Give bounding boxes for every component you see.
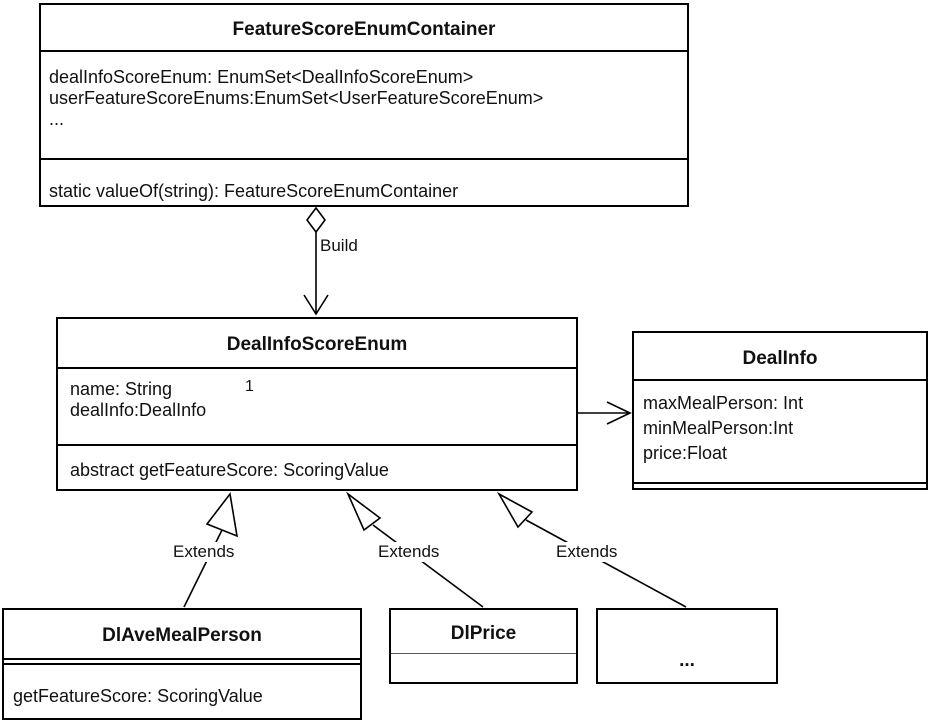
divider xyxy=(634,482,926,484)
aggregation-diamond-icon xyxy=(306,206,326,234)
divider xyxy=(4,658,360,660)
extends-label-1: Extends xyxy=(173,542,235,562)
generalization-triangle-icon-3 xyxy=(496,491,534,529)
class-more[interactable]: ... xyxy=(596,608,778,684)
class-name: FeatureScoreEnumContainer xyxy=(232,19,496,40)
class-deal-info-score-enum[interactable]: DealInfoScoreEnum name: String dealInfo:… xyxy=(56,317,578,491)
method: abstract getFeatureScore: ScoringValue xyxy=(70,460,389,480)
build-label: Build xyxy=(320,236,358,256)
attribute: name: String xyxy=(70,379,173,399)
generalization-triangle-icon-2 xyxy=(346,491,382,532)
divider xyxy=(58,444,576,446)
build-arrowhead-icon xyxy=(303,294,329,316)
divider xyxy=(58,367,576,369)
composition-arrowhead-icon xyxy=(606,401,632,425)
class-name: DealInfo xyxy=(742,348,818,369)
divider xyxy=(4,663,360,665)
extends-line-2 xyxy=(372,524,484,608)
divider xyxy=(41,158,687,160)
divider xyxy=(391,653,576,654)
generalization-triangle-icon-1 xyxy=(205,492,239,538)
class-name: DlPrice xyxy=(450,623,517,644)
attribute: dealInfo:DealInfo xyxy=(70,400,207,420)
attribute: ... xyxy=(49,109,65,129)
extends-label-2: Extends xyxy=(378,542,440,562)
attribute-list: maxMealPerson: Int minMealPerson:Int pri… xyxy=(643,391,926,466)
class-name: DealInfoScoreEnum xyxy=(226,334,408,355)
divider xyxy=(634,379,926,381)
class-dl-ave-meal-person[interactable]: DlAveMealPerson getFeatureScore: Scoring… xyxy=(2,608,362,720)
class-name: ... xyxy=(679,650,695,671)
attribute-list: dealInfoScoreEnum: EnumSet<DealInfoScore… xyxy=(49,67,687,130)
class-name: DlAveMealPerson xyxy=(102,625,262,646)
class-deal-info[interactable]: DealInfo maxMealPerson: Int minMealPerso… xyxy=(632,331,928,490)
extends-label-3: Extends xyxy=(556,542,618,562)
class-dl-price[interactable]: DlPrice xyxy=(389,608,578,684)
method: getFeatureScore: ScoringValue xyxy=(13,686,263,706)
attribute: maxMealPerson: Int xyxy=(643,393,804,413)
divider xyxy=(41,50,687,52)
method: static valueOf(string): FeatureScoreEnum… xyxy=(49,181,459,201)
attribute: minMealPerson:Int xyxy=(643,418,794,438)
attribute: dealInfoScoreEnum: EnumSet<DealInfoScore… xyxy=(49,67,474,87)
extends-line-3 xyxy=(525,519,687,608)
attribute: price:Float xyxy=(643,443,728,463)
class-feature-score-enum-container[interactable]: FeatureScoreEnumContainer dealInfoScoreE… xyxy=(39,3,689,207)
attribute: userFeatureScoreEnums:EnumSet<UserFeatur… xyxy=(49,88,544,108)
attribute-list: name: String dealInfo:DealInfo xyxy=(70,379,576,421)
multiplicity-label: 1 xyxy=(245,378,254,395)
